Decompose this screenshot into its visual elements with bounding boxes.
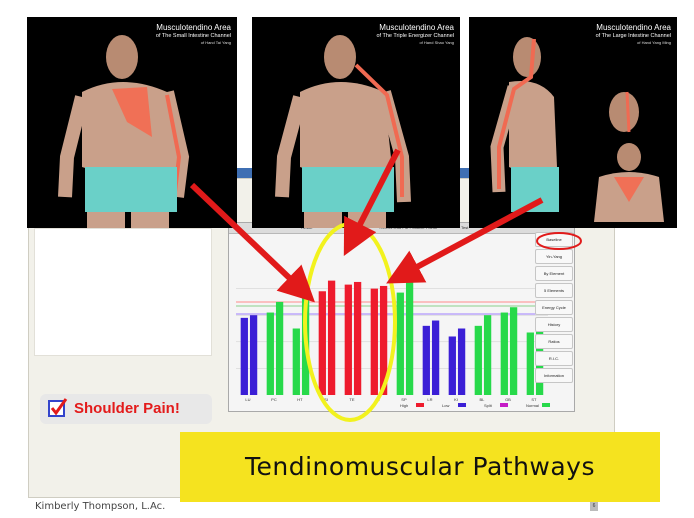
tick-label-pc: PC <box>271 397 277 402</box>
tick-label-lu: LU <box>245 397 250 402</box>
bar-li-0 <box>370 288 378 395</box>
tick-label-ht: HT <box>297 397 303 402</box>
photo-title: Musculotendino Area <box>379 23 454 32</box>
photo-note: of Hand Yang Ming <box>637 40 671 45</box>
legend-swatch-split <box>500 403 508 407</box>
bar-ht-0 <box>292 328 300 395</box>
side-button-r-i-c[interactable]: R.I.C. <box>535 351 573 366</box>
photo-note: of Hand Tai Yang <box>200 40 231 45</box>
arrow-small-intestine <box>189 182 316 303</box>
tick-label-bl: BL <box>480 397 486 402</box>
footer-author: Kimberly Thompson, L.Ac. <box>35 501 166 512</box>
bar-lu-1 <box>249 315 258 395</box>
bar-lr-1 <box>431 320 440 395</box>
legend-label-normal: Normal <box>526 403 539 408</box>
white-panel <box>34 228 212 356</box>
photo-subtitle: of The Small Intestine Channel <box>155 33 231 39</box>
bar-te-0 <box>344 284 352 395</box>
side-button-5-elements[interactable]: 5 Elements <box>535 283 573 298</box>
legend-swatch-high <box>416 403 424 407</box>
bar-si-1 <box>327 280 336 395</box>
toolbar-right-label[interactable]: Test <box>461 225 469 230</box>
bar-bl-0 <box>474 325 482 395</box>
side-button-information[interactable]: Information <box>535 368 573 383</box>
bar-pc-1 <box>275 301 284 395</box>
figure-back-view <box>58 35 190 228</box>
side-button-history[interactable]: History <box>535 317 573 332</box>
legend-label-split: Split <box>484 403 493 408</box>
legend-label-high: High <box>400 403 408 408</box>
bar-te-1 <box>353 281 362 395</box>
photo-subtitle: of The Large Intestine Channel <box>595 33 671 39</box>
legend-label-low: Low <box>442 403 449 408</box>
badge-label: Shoulder Pain! <box>74 400 180 417</box>
banner-title: Tendinomuscular Pathways <box>244 452 595 481</box>
tick-label-si: SI <box>324 397 328 402</box>
bar-lr-0 <box>422 325 430 395</box>
tick-label-st: ST <box>531 397 537 402</box>
bar-pc-0 <box>266 312 274 395</box>
bar-ki-1 <box>457 328 466 395</box>
tick-label-sp: SP <box>401 397 407 402</box>
photo-title: Musculotendino Area <box>596 23 671 32</box>
side-button-ratios[interactable]: Ratios <box>535 334 573 349</box>
bar-sp-1 <box>405 277 414 395</box>
side-button-by-element[interactable]: By Element <box>535 266 573 281</box>
tick-label-te: TE <box>349 397 354 402</box>
figure-side-view <box>490 37 664 222</box>
bar-sp-0 <box>396 292 404 395</box>
arrow-large-intestine <box>386 197 544 284</box>
baseline-circle <box>536 232 582 250</box>
checkbox-icon <box>48 398 68 417</box>
bar-lu-0 <box>240 317 248 395</box>
bar-ki-0 <box>448 336 456 395</box>
photo-title: Musculotendino Area <box>156 23 231 32</box>
bar-si-0 <box>318 291 326 395</box>
shoulder-pain-badge: Shoulder Pain! <box>40 394 212 424</box>
bar-bl-1 <box>483 315 492 395</box>
bar-gb-1 <box>509 307 518 395</box>
bar-gb-0 <box>500 312 508 395</box>
photo-large-intestine: Musculotendino Area of The Large Intesti… <box>469 17 677 228</box>
legend-swatch-low <box>458 403 466 407</box>
title-banner: Tendinomuscular Pathways <box>180 432 660 502</box>
highlight-ellipse <box>303 222 397 422</box>
arrow-triple-energizer <box>343 148 401 257</box>
tick-label-gb: GB <box>505 397 511 402</box>
tick-label-ki: KI <box>454 397 458 402</box>
photo-subtitle: of The Triple Energizer Channel <box>376 33 454 39</box>
tick-label-lr: LR <box>427 397 432 402</box>
legend-swatch-normal <box>542 403 550 407</box>
page-number: 6 <box>590 502 598 511</box>
bar-li-1 <box>379 285 388 395</box>
side-button-energy-cycle[interactable]: Energy Cycle <box>535 300 573 315</box>
photo-note: of Hand Shao Yang <box>419 40 454 45</box>
bar-st-0 <box>526 332 534 395</box>
